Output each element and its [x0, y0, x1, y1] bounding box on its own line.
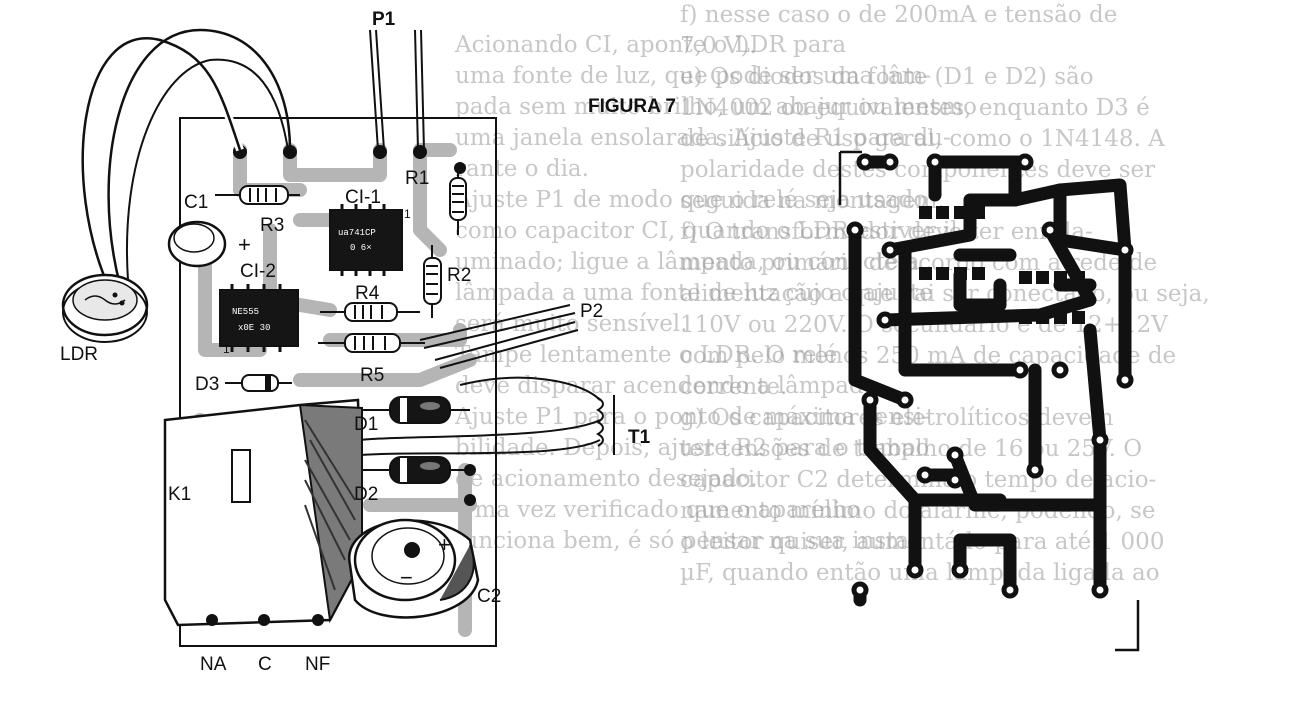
ic-ci2: NE555 x0E 30 — [219, 284, 299, 352]
copper-pad-rings — [846, 153, 1134, 599]
ldr-sensor — [61, 28, 292, 343]
label-c: C — [258, 654, 272, 675]
ci2-marking-2: x0E 30 — [238, 323, 270, 333]
background-left-line: Ajuste P1 para o ponto de máxima sensi- — [455, 404, 930, 430]
label-c2-minus: − — [400, 565, 413, 590]
background-text-column-left: Acionando CI, aponte o LDR para uma fonte… — [455, 30, 977, 557]
label-r3: R3 — [260, 215, 284, 236]
background-left-line: Ajuste P1 de modo que o relé seja usado — [455, 187, 928, 213]
capacitor-c2 — [348, 518, 480, 619]
resistor-r2 — [423, 245, 442, 318]
capacitor-c1 — [167, 220, 227, 268]
label-t1: T1 — [628, 427, 651, 448]
label-nf: NF — [305, 654, 330, 675]
background-right-line: f) nesse caso o de 200mA e tensão de — [680, 2, 1118, 28]
background-left-line: uma fonte de luz, que pode ser uma lâm- — [455, 63, 932, 89]
label-k1: K1 — [168, 484, 191, 505]
background-right-line: o leitor quiser, aumentá-lo para até 1 0… — [680, 529, 1165, 555]
diode-d2 — [360, 456, 470, 484]
label-d3: D3 — [195, 374, 219, 395]
label-ldr: LDR — [60, 344, 98, 365]
label-ci2: CI-2 — [240, 261, 276, 282]
pcb-copper-pattern — [838, 150, 1140, 652]
background-left-line: de acionamento desejado. — [455, 466, 758, 492]
label-ci1: CI-1 — [345, 187, 381, 208]
ci1-marking-2: 0 6× — [350, 243, 372, 253]
relay-k1 — [163, 398, 364, 627]
label-c2: C2 — [477, 586, 501, 607]
label-ci2-pin1: 1 — [223, 342, 230, 356]
label-r1: R1 — [405, 168, 429, 189]
background-left-line: Uma vez verificado que o aparelho — [455, 497, 861, 523]
background-left-line: bilidade. Depois, ajuste R2 para o tempo — [455, 435, 930, 461]
t1-wires — [359, 376, 615, 456]
resistor-r3 — [215, 185, 300, 205]
background-left-line: pada sem muito brilho, um abajur ou mesm… — [455, 94, 977, 120]
background-right-line: µF, quando então uma lâmpada ligada ao — [680, 560, 1160, 586]
background-right-line: 7,0 V). — [680, 33, 757, 59]
copper-traces — [848, 155, 1132, 607]
background-right-line: de silício de uso geral, como o 1N4148. … — [680, 126, 1165, 152]
label-d1: D1 — [354, 414, 378, 435]
label-r2: R2 — [447, 265, 471, 286]
background-right-line: 1N4002 ou equivalentes, enquanto D3 é — [680, 95, 1150, 121]
corner-mark-bottom — [1115, 600, 1140, 652]
ic-ci1: ua741CP 0 6× — [329, 204, 403, 276]
background-right-line: corrente. — [680, 374, 788, 400]
corner-mark-top — [838, 150, 862, 205]
resistor-r1 — [449, 165, 467, 235]
label-p1: P1 — [372, 9, 396, 30]
resistor-r4 — [320, 302, 420, 322]
background-right-line: g) Os capacitores eletrolíticos devem — [680, 405, 1114, 431]
label-na: NA — [200, 654, 227, 675]
background-left-line: como capacitor CI, quando o LDR estiver … — [455, 218, 966, 244]
label-c1: C1 — [184, 192, 208, 213]
background-right-line: e) Os diodos da fonte (D1 e D2) são — [680, 64, 1094, 90]
ci1-marking-1: ua741CP — [338, 228, 376, 238]
background-left-line: Acionando CI, aponte o LDR para — [455, 32, 847, 58]
label-ci1-pin1: 1 — [404, 207, 411, 221]
label-p2: P2 — [580, 301, 603, 322]
p1-wires — [369, 29, 425, 151]
component-layout-board: ua741CP 0 6× NE555 x0E 30 — [60, 9, 676, 675]
resistor-r5 — [318, 333, 425, 353]
label-r4: R4 — [355, 283, 380, 304]
background-left-line: funciona bem, é só pensar na sua insta- — [455, 528, 917, 554]
label-c2-plus: + — [438, 532, 451, 557]
background-left-line: rante o dia. — [455, 156, 589, 182]
board-outline — [179, 117, 497, 647]
label-r5: R5 — [360, 365, 384, 386]
ci2-marking-1: NE555 — [232, 307, 259, 317]
background-left-line: lâmpada a uma fonte de luz cujo o ajuste — [455, 280, 933, 306]
figure-title: FIGURA 7 — [588, 96, 676, 117]
p2-wires — [419, 304, 579, 369]
label-d2: D2 — [354, 484, 378, 505]
copper-pads — [919, 206, 1085, 324]
diode-d3 — [225, 374, 292, 392]
label-c1-plus: + — [238, 232, 251, 257]
diode-d1 — [360, 396, 470, 424]
